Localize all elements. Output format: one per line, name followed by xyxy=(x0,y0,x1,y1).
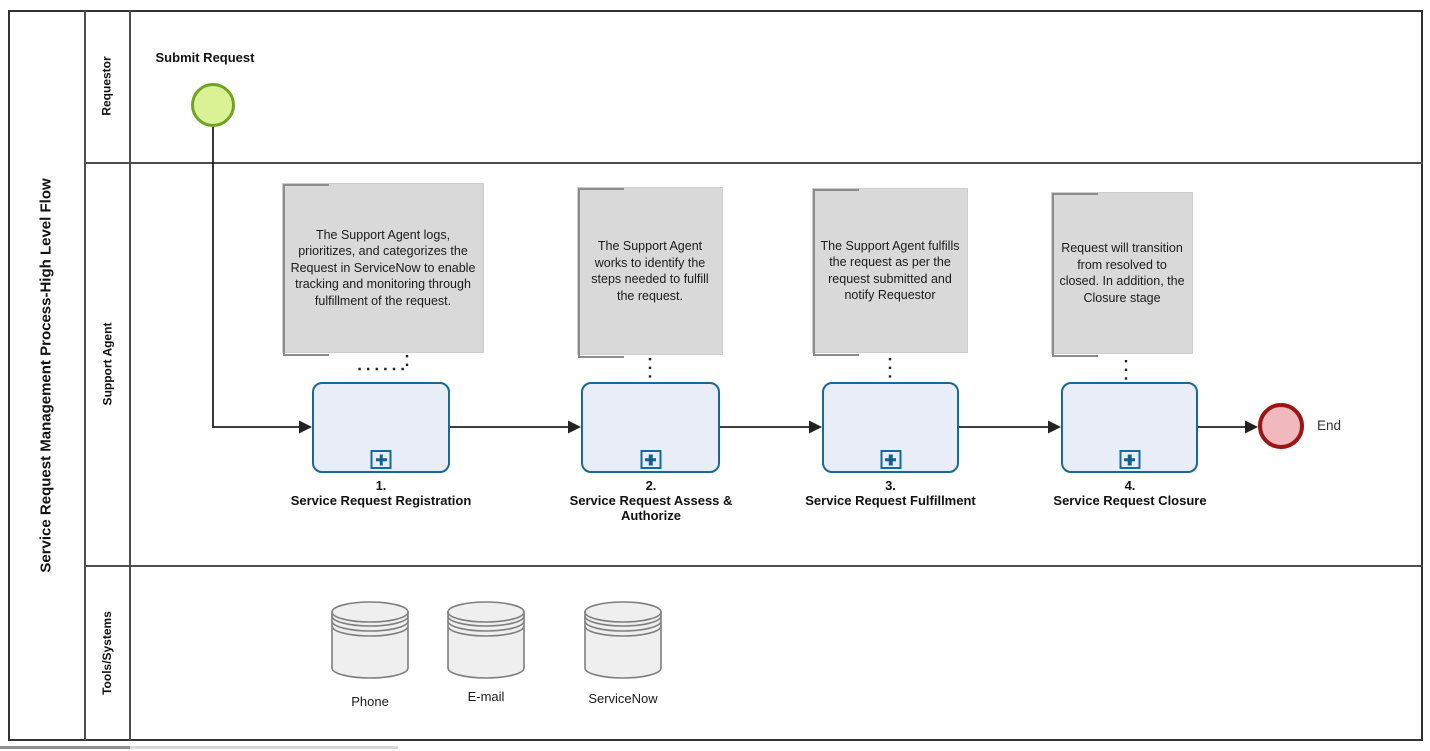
horizontal-scrollbar-track[interactable] xyxy=(130,746,398,749)
task-number: 3. xyxy=(885,478,896,493)
task-name: Service Request Assess & Authorize xyxy=(569,493,733,523)
task-name: Service Request Registration xyxy=(290,493,472,508)
annotation-text: The Support Agent works to identify the … xyxy=(591,239,709,303)
task-number: 4. xyxy=(1124,478,1136,493)
start-event-label: Submit Request xyxy=(155,50,255,65)
task-service-request-closure[interactable] xyxy=(1061,382,1198,473)
datastore-label-phone: Phone xyxy=(351,694,389,709)
datastore-label-servicenow: ServiceNow xyxy=(588,691,658,706)
subprocess-plus-icon[interactable] xyxy=(640,450,661,469)
pool-title-divider xyxy=(84,10,86,741)
sequence-flows xyxy=(212,127,1245,428)
sequence-flow-start-to-task1[interactable] xyxy=(212,127,299,428)
lane-label-divider xyxy=(129,10,131,741)
datastores xyxy=(331,601,662,679)
text-annotation-3[interactable]: The Support Agent fulfills the request a… xyxy=(812,188,968,356)
annotation-text: The Support Agent fulfills the request a… xyxy=(820,238,960,303)
task-service-request-fulfillment[interactable] xyxy=(822,382,959,473)
task-number: 1. xyxy=(375,478,387,493)
task2-label: 2. Service Request Assess & Authorize xyxy=(561,478,741,523)
subprocess-plus-icon[interactable] xyxy=(370,450,392,469)
lane-divider-2 xyxy=(85,565,1423,567)
annotation-associations xyxy=(358,355,1128,380)
arrowhead-icon xyxy=(809,420,822,434)
task4-label: 4. Service Request Closure xyxy=(1020,478,1240,508)
annotation-text: The Support Agent logs, prioritizes, and… xyxy=(290,227,476,308)
start-event-circle[interactable] xyxy=(191,83,235,127)
arrowhead-icon xyxy=(1048,420,1061,434)
text-annotation-1[interactable]: The Support Agent logs, prioritizes, and… xyxy=(282,183,484,356)
end-event-circle[interactable] xyxy=(1258,403,1304,449)
horizontal-scrollbar-thumb[interactable] xyxy=(0,746,130,749)
annotation-text: Request will transition from resolved to… xyxy=(1059,241,1185,305)
pool-frame xyxy=(8,10,1423,741)
datastore-label-email: E-mail xyxy=(467,689,505,704)
arrowhead-icon xyxy=(1245,420,1258,434)
association-annotation1[interactable] xyxy=(358,355,409,371)
lane-divider-1 xyxy=(85,162,1423,164)
arrowheads xyxy=(299,420,1258,434)
task1-label: 1. Service Request Registration xyxy=(271,478,491,508)
task-service-request-assess-authorize[interactable] xyxy=(581,382,720,473)
task-name: Service Request Closure xyxy=(1053,493,1207,508)
arrowhead-icon xyxy=(568,420,581,434)
datastore-cylinder-phone[interactable] xyxy=(331,601,409,679)
datastore-cylinder-servicenow[interactable] xyxy=(584,601,662,679)
subprocess-plus-icon[interactable] xyxy=(1119,450,1140,469)
subprocess-plus-icon[interactable] xyxy=(880,450,901,469)
text-annotation-4[interactable]: Request will transition from resolved to… xyxy=(1051,192,1193,357)
task-service-request-registration[interactable] xyxy=(312,382,450,473)
datastore-cylinder-email[interactable] xyxy=(447,601,525,679)
task-name: Service Request Fulfillment xyxy=(805,493,976,508)
task-number: 2. xyxy=(645,478,657,493)
task3-label: 3. Service Request Fulfillment xyxy=(780,478,1001,508)
arrowhead-icon xyxy=(299,420,312,434)
end-event-label: End xyxy=(1317,418,1342,433)
text-annotation-2[interactable]: The Support Agent works to identify the … xyxy=(577,187,723,358)
